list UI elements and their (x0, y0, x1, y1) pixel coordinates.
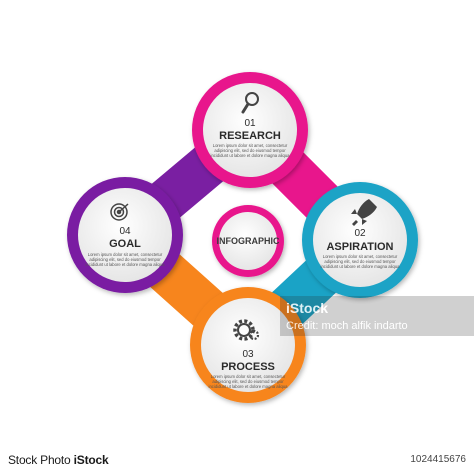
node-body-line: incididunt ut labore et dolore magna ali… (211, 153, 291, 158)
watermark-brand: iStock (286, 300, 328, 316)
node-body-line: Lorem ipsum dolor sit amet, consectetur (211, 374, 286, 379)
node-process: 03 PROCESS Lorem ipsum dolor sit amet, c… (190, 287, 306, 403)
node-title: GOAL (109, 238, 141, 250)
magnifier-icon (241, 92, 259, 114)
center-node: INFOGRAPHIC (212, 205, 284, 277)
footer-image-id: 1024415676 (410, 454, 466, 465)
node-body-line: adipiscing elit, sed do eiusmod tempor (212, 379, 284, 384)
node-body-line: adipiscing elit, sed do eiusmod tempor (214, 148, 286, 153)
node-body-line: incididunt ut labore et dolore magna ali… (321, 264, 401, 269)
node-research: 01 RESEARCH Lorem ipsum dolor sit amet, … (192, 72, 308, 188)
node-number: 04 (119, 226, 131, 237)
footer-bar: Stock Photo iStock 1024415676 (0, 446, 474, 474)
node-goal: 04 GOAL Lorem ipsum dolor sit amet, cons… (67, 177, 183, 293)
node-body-line: incididunt ut labore et dolore magna ali… (209, 384, 289, 389)
node-number: 01 (244, 118, 256, 129)
watermark: iStock Credit: moch alfik indarto (280, 296, 474, 336)
node-title: RESEARCH (219, 130, 281, 142)
node-title: PROCESS (221, 361, 275, 373)
node-body-line: adipiscing elit, sed do eiusmod tempor (324, 259, 396, 264)
footer-brand: Stock Photo iStock (8, 453, 109, 467)
node-body-line: Lorem ipsum dolor sit amet, consectetur (213, 143, 288, 148)
center-label: INFOGRAPHIC (217, 236, 281, 246)
footer-brand-prefix: Stock Photo (8, 453, 74, 467)
node-body-line: incididunt ut labore et dolore magna ali… (86, 262, 166, 267)
target-icon (110, 203, 129, 221)
node-number: 03 (242, 349, 254, 360)
node-number: 02 (354, 228, 366, 239)
watermark-credit: Credit: moch alfik indarto (286, 320, 408, 332)
node-title: ASPIRATION (326, 241, 393, 253)
node-body-line: Lorem ipsum dolor sit amet, consectetur (88, 252, 163, 257)
node-body-line: Lorem ipsum dolor sit amet, consectetur (323, 254, 398, 259)
footer-brand-name: iStock (73, 453, 109, 467)
rocket-icon (351, 199, 377, 226)
node-body-line: adipiscing elit, sed do eiusmod tempor (89, 257, 161, 262)
gear-icon (233, 319, 260, 341)
node-aspiration: 02 ASPIRATION Lorem ipsum dolor sit amet… (302, 182, 418, 298)
